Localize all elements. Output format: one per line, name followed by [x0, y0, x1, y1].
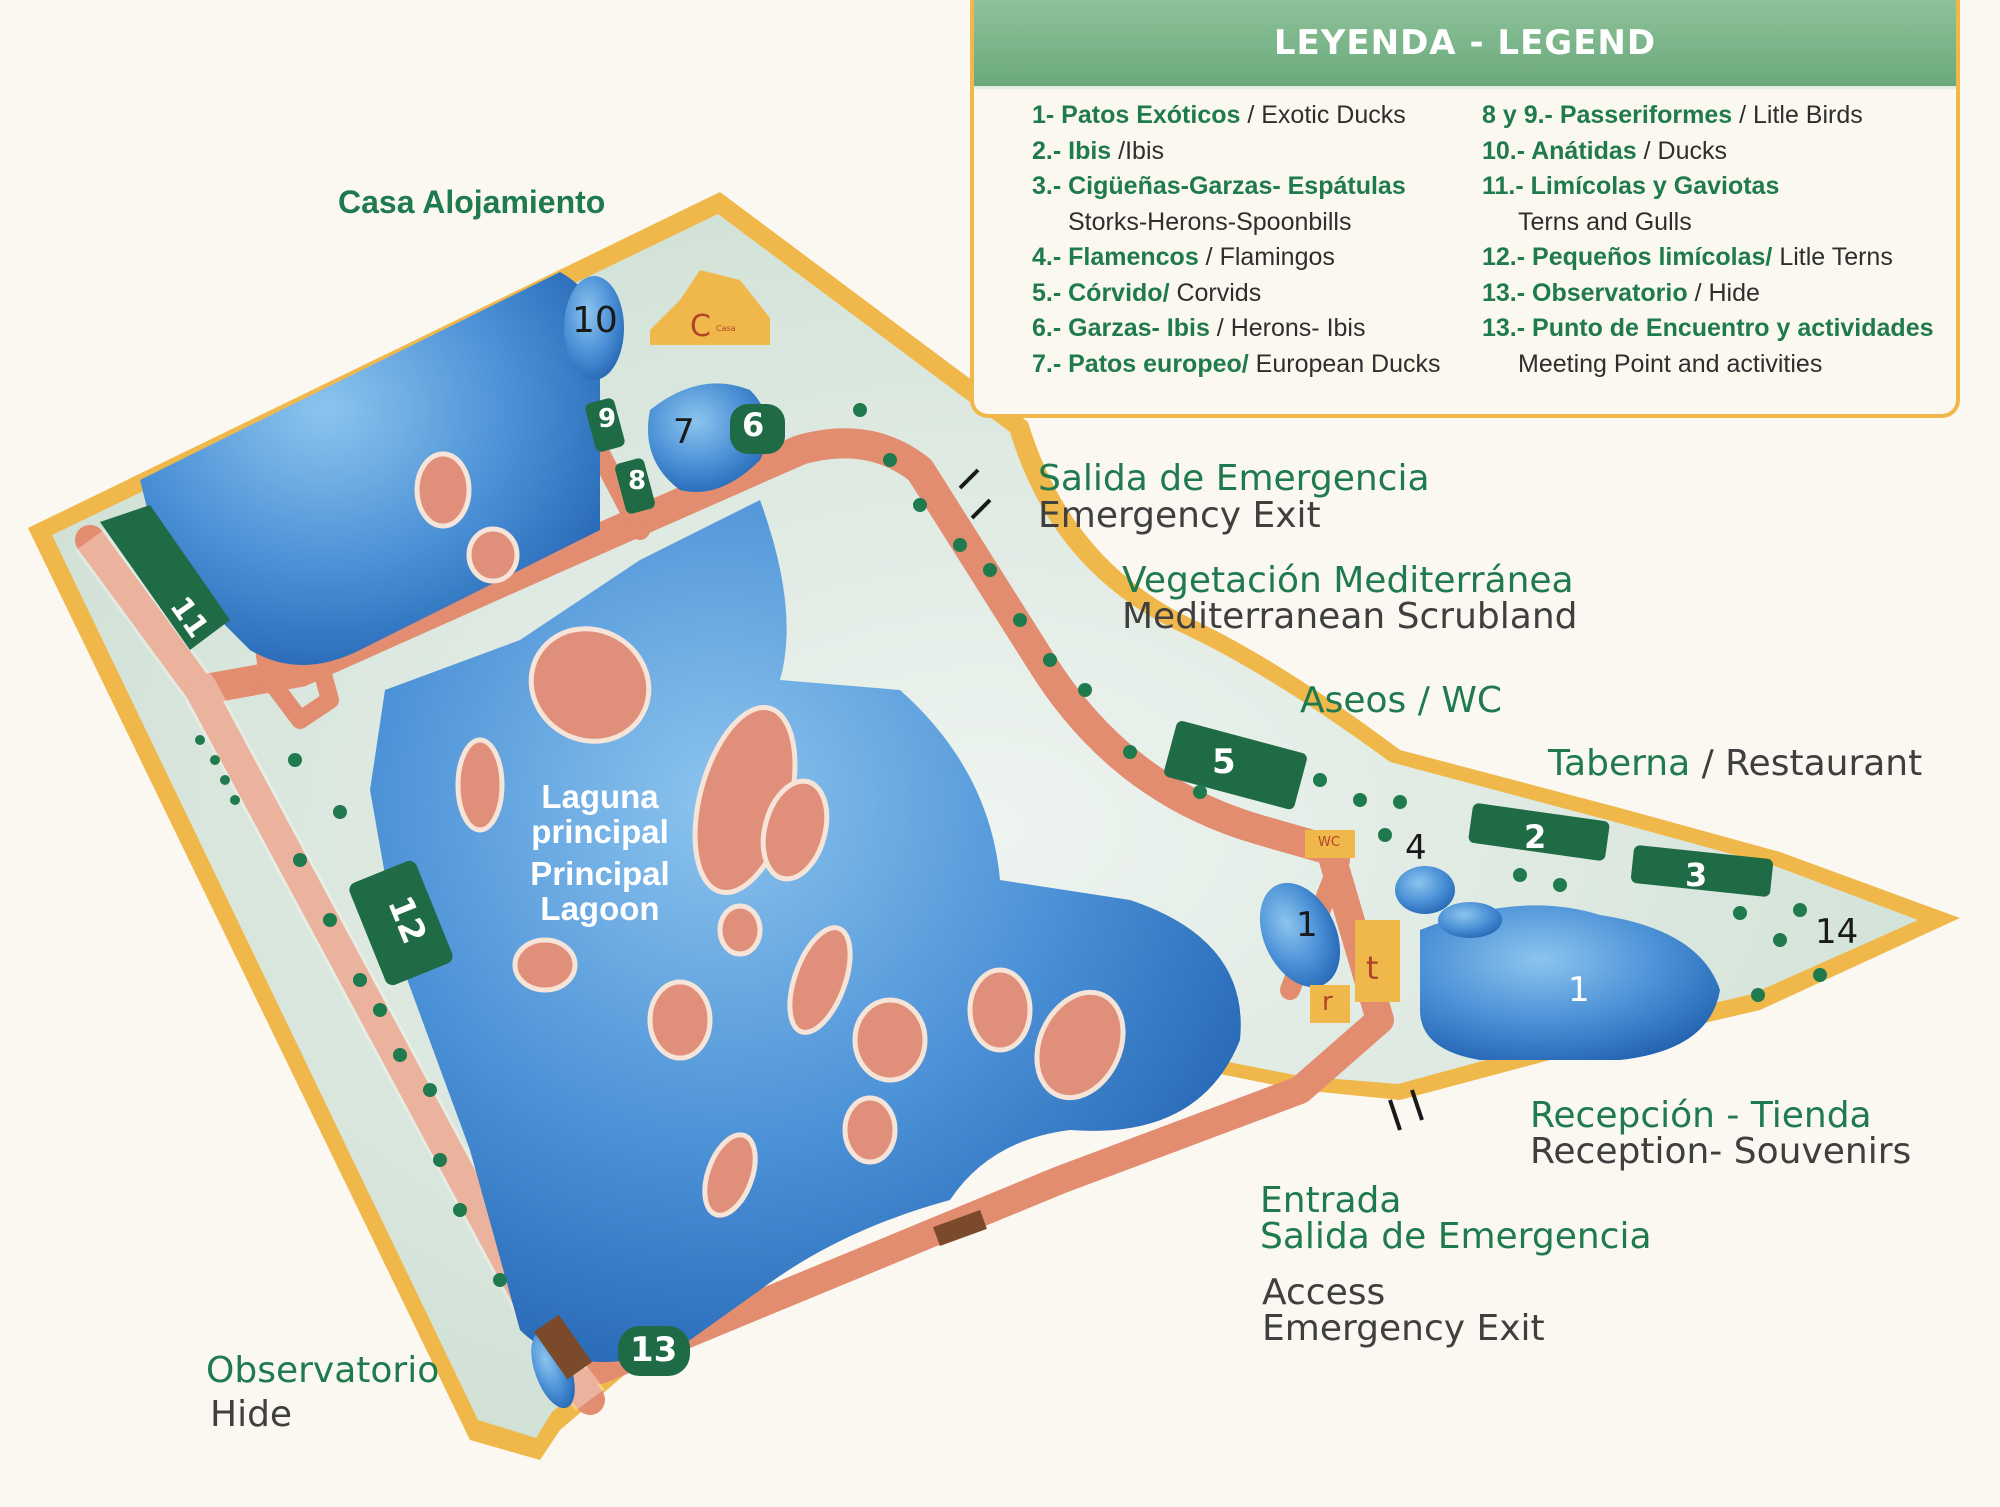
lagoon-label-en-1: Principal — [530, 855, 670, 893]
legend-item: 12.- Pequeños limícolas/ Litle Terns — [1482, 243, 1893, 271]
pond-label-7: 7 — [673, 412, 695, 452]
zone-label-6: 6 — [742, 406, 765, 444]
pond-4b — [1438, 902, 1502, 938]
legend-title: LEYENDA - LEGEND — [1273, 23, 1657, 63]
pond-10 — [564, 276, 624, 380]
wc-letter: WC — [1318, 835, 1340, 850]
legend-left-column: 1- Patos Exóticos / Exotic Ducks 2.- Ibi… — [1032, 98, 1441, 382]
entrance-en-2: Emergency Exit — [1262, 1308, 1545, 1349]
marker-14: 14 — [1815, 912, 1859, 952]
reception-letter: r — [1322, 987, 1333, 1017]
pond-4a — [1395, 866, 1455, 914]
vegetation-en: Mediterranean Scrubland — [1122, 596, 1578, 637]
entrance-en-1: Access — [1262, 1272, 1386, 1313]
reception-es: Recepción - Tienda — [1530, 1095, 1872, 1136]
legend-item-sub: Meeting Point and activities — [1518, 349, 1823, 378]
lagoon-label-es-1: Laguna — [541, 778, 659, 815]
legend-item: 8 y 9.- Passeriformes / Litle Birds — [1482, 101, 1863, 129]
legend-item: 13.- Observatorio / Hide — [1482, 278, 1760, 307]
hide-label-es: Observatorio — [206, 1350, 440, 1391]
tavern-sep: / — [1690, 743, 1726, 784]
hide-label-en: Hide — [210, 1394, 293, 1435]
entrance-es-1: Entrada — [1260, 1180, 1402, 1221]
casa-alojamiento-label: Casa Alojamiento — [338, 184, 606, 220]
legend-item: 4.- Flamencos / Flamingos — [1032, 243, 1335, 271]
lagoon-label-es-2: principal — [531, 812, 669, 850]
lagoon-label-en-2: Lagoon — [540, 889, 660, 927]
zone-label-13: 13 — [630, 1330, 678, 1370]
legend-item: 3.- Cigüeñas-Garzas- Espátulas — [1032, 172, 1406, 200]
legend-item: 7.- Patos europeo/ European Ducks — [1032, 349, 1441, 378]
tavern-building — [1355, 920, 1400, 1002]
pond-label-1-large: 1 — [1568, 970, 1590, 1010]
east-pond — [1420, 905, 1720, 1060]
tavern-letter: t — [1366, 949, 1379, 987]
gate-marks — [958, 468, 1424, 1131]
marker-4: 4 — [1405, 828, 1427, 868]
legend-item-sub: Terns and Gulls — [1518, 207, 1692, 236]
vegetation-es: Vegetación Mediterránea — [1122, 560, 1574, 601]
legend-box: LEYENDA - LEGEND 1- Patos Exóticos / Exo… — [970, 0, 1960, 418]
enclosure-zones — [100, 398, 1774, 1376]
zone-label-8: 8 — [628, 466, 647, 496]
tavern-label: Taberna / Restaurant — [1548, 743, 1922, 784]
small-pond-1 — [1259, 882, 1341, 988]
wc-label: Aseos / WC — [1300, 680, 1503, 721]
reception-en: Reception- Souvenirs — [1530, 1131, 1912, 1172]
zone-label-9: 9 — [598, 404, 617, 434]
legend-item: 5.- Córvido/ Corvids — [1032, 278, 1262, 307]
entrance-es-2: Salida de Emergencia — [1260, 1216, 1652, 1257]
lagoon-label: Laguna principal Principal Lagoon — [520, 778, 680, 927]
vegetation-dots — [195, 403, 1827, 1287]
footpath-outline — [75, 529, 605, 1411]
zone-label-2: 2 — [1524, 818, 1547, 856]
zone-label-3: 3 — [1685, 856, 1708, 894]
legend-item: 1- Patos Exóticos / Exotic Ducks — [1032, 101, 1406, 129]
legend-item-sub: Storks-Herons-Spoonbills — [1068, 207, 1352, 236]
casa-building — [650, 270, 770, 345]
legend-item: 2.- Ibis /Ibis — [1032, 136, 1164, 165]
lagoon-islands — [414, 451, 1126, 1218]
emergency-exit-es: Salida de Emergencia — [1038, 458, 1430, 499]
tavern-es: Taberna — [1548, 743, 1691, 784]
zone-label-5: 5 — [1212, 742, 1236, 782]
wc-building — [1305, 830, 1355, 858]
legend-item: 11.- Limícolas y Gaviotas — [1482, 172, 1780, 200]
bridges — [534, 1210, 987, 1380]
tavern-en: Restaurant — [1725, 743, 1923, 784]
pond-label-10: 10 — [572, 300, 618, 341]
casa-letter: C — [690, 309, 711, 344]
legend-item: 6.- Garzas- Ibis / Herons- Ibis — [1032, 314, 1366, 342]
reception-building — [1310, 985, 1350, 1023]
pond-label-1-small: 1 — [1296, 905, 1318, 945]
legend-header: LEYENDA - LEGEND — [974, 0, 1956, 89]
legend-item: 10.- Anátidas / Ducks — [1482, 136, 1727, 165]
emergency-exit-en: Emergency Exit — [1038, 495, 1321, 536]
casa-small-label: Casa — [716, 324, 736, 333]
legend-item: 13.- Punto de Encuentro y actividades — [1482, 314, 1934, 342]
legend-right-column: 8 y 9.- Passeriformes / Litle Birds 10.-… — [1482, 98, 1934, 382]
